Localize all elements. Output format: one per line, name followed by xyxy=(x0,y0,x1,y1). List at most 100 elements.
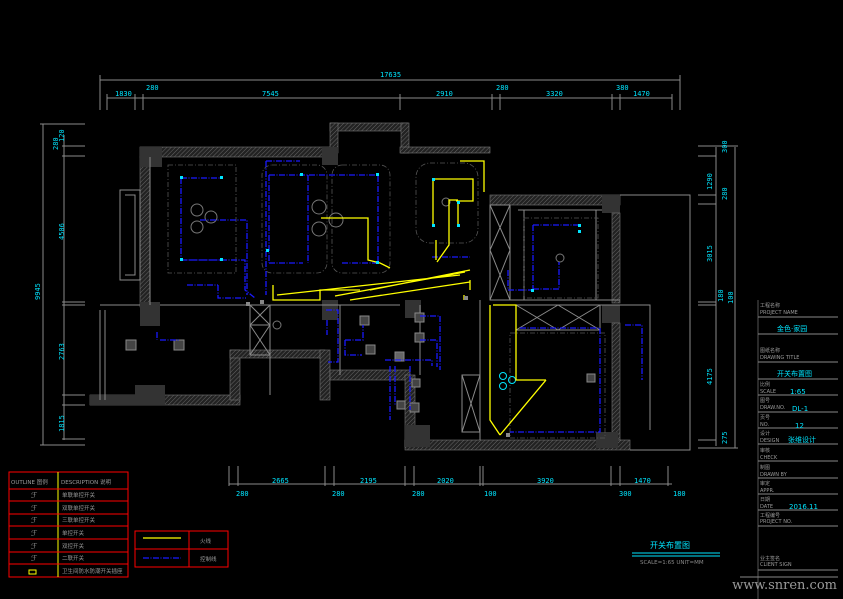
dim-bottom: 1470 xyxy=(634,477,651,485)
page-sub: NO. xyxy=(760,422,769,428)
legend-row: 卫生间防水防潮开关插座 xyxy=(62,567,123,575)
dim-left: 1815 xyxy=(58,415,66,432)
dim-right: 275 xyxy=(721,431,729,444)
number-value: DL-1 xyxy=(792,405,808,413)
check-label: 审核 xyxy=(760,447,770,454)
dim-bottom: 2665 xyxy=(272,477,289,485)
svg-text:ℱ: ℱ xyxy=(31,491,37,500)
page-label: 页号 xyxy=(760,415,770,421)
designer-sub: DESIGN xyxy=(760,438,780,444)
dim-bottom-small: 280 xyxy=(332,490,345,498)
svg-text:ℱ: ℱ xyxy=(31,516,37,525)
svg-text:ℱ: ℱ xyxy=(31,529,37,538)
dim-left-total: 9945 xyxy=(34,283,42,300)
drawing-title: 开关布置图 SCALE=1:65 UNIT=MM xyxy=(632,540,720,566)
dim-bottom-small: 100 xyxy=(484,490,497,498)
check-sub: CHECK xyxy=(760,455,778,461)
legend-row: 三联单控开关 xyxy=(62,516,96,524)
project-value: 金色·家园 xyxy=(777,324,807,333)
dim-top: 280 xyxy=(496,84,509,92)
scale-sub: SCALE xyxy=(760,389,776,395)
switch-symbols xyxy=(180,173,581,437)
dim-top: 2910 xyxy=(436,90,453,98)
waterproof-socket-icon xyxy=(28,569,37,575)
legend-row: 双联单控开关 xyxy=(62,504,96,512)
drawing-sub: DRAWING TITLE xyxy=(760,355,799,361)
live-wiring xyxy=(272,160,547,436)
dim-top: 1470 xyxy=(633,90,650,98)
project-no-sub: PROJECT NO. xyxy=(760,519,793,525)
project-sub: PROJECT NAME xyxy=(760,310,798,316)
svg-text:ℱ: ℱ xyxy=(31,504,37,513)
svg-text:ℱ: ℱ xyxy=(31,542,37,551)
title-block: 工程名称 PROJECT NAME 金色·家园 图纸名称 DRAWING TIT… xyxy=(740,300,838,599)
date-label: 日期 xyxy=(760,497,770,503)
scale-value: 1:65 xyxy=(790,388,806,396)
scale-label: 比例 xyxy=(760,381,770,388)
page-value: 12 xyxy=(795,422,804,430)
wire-legend-live: 火线 xyxy=(200,537,212,545)
dim-top: 3320 xyxy=(546,90,563,98)
dim-bottom-small: 280 xyxy=(236,490,249,498)
dim-right: 280 xyxy=(721,187,729,200)
project-no-label: 工程编号 xyxy=(760,512,780,519)
wire-legend: 火线 控制线 xyxy=(134,530,229,568)
wire-legend-control: 控制线 xyxy=(200,555,217,563)
drawing-value: 开关布置图 xyxy=(777,369,812,378)
legend-header-outline: OUTLINE 图例 xyxy=(11,478,48,486)
dim-right: 100 xyxy=(727,291,735,304)
scale-text: SCALE=1:65 UNIT=MM xyxy=(640,560,704,566)
legend-row: 单联单控开关 xyxy=(62,491,96,499)
approve-sub: APPR. xyxy=(760,488,775,494)
dim-right: 1290 xyxy=(706,173,714,190)
drawing-title-text: 开关布置图 xyxy=(650,540,690,550)
designer-label: 设计 xyxy=(760,430,770,437)
dim-left: 2763 xyxy=(58,343,66,360)
dim-bottom-small: 300 xyxy=(619,490,632,498)
bottom-dimensions: 2665 2195 2020 3920 1470 280 280 280 100… xyxy=(228,466,686,498)
number-sub: DRAW.NO. xyxy=(760,405,786,411)
dim-top: 7545 xyxy=(262,90,279,98)
legend-row: 双控开关 xyxy=(62,542,85,550)
dim-left: 120 xyxy=(58,129,66,142)
right-dimensions: 300 1290 280 3015 180 4175 275 100 xyxy=(698,140,738,449)
legend-row: 单控开关 xyxy=(62,529,85,537)
dim-bottom-small: 180 xyxy=(673,490,686,498)
dim-top: 1830 xyxy=(115,90,132,98)
project-label: 工程名称 xyxy=(760,302,780,309)
approve-label: 审定 xyxy=(760,480,770,487)
walls xyxy=(89,122,691,451)
dim-top: 380 xyxy=(616,84,629,92)
dim-top: 280 xyxy=(146,84,159,92)
dim-bottom: 3920 xyxy=(537,477,554,485)
date-value: 2016.11 xyxy=(789,503,818,511)
date-sub: DATE xyxy=(760,504,773,510)
left-dimensions: 9945 280 120 4506 2763 1815 xyxy=(34,123,85,446)
light-fixtures xyxy=(125,197,596,413)
dim-bottom: 2020 xyxy=(437,477,454,485)
number-label: 图号 xyxy=(760,398,770,404)
legend-row: 二联开关 xyxy=(62,554,85,562)
dim-bottom: 2195 xyxy=(360,477,377,485)
draw-label: 制图 xyxy=(760,464,770,471)
dim-right: 300 xyxy=(721,140,729,153)
dim-top-total: 17635 xyxy=(380,71,401,79)
designer-value: 张维设计 xyxy=(788,435,816,444)
top-dimensions: 17635 1830 280 7545 2910 280 3320 380 14… xyxy=(99,71,681,110)
dim-right: 3015 xyxy=(706,245,714,262)
client-sign-sub: CLIENT SIGN xyxy=(760,562,792,568)
ceiling-outlines xyxy=(167,162,606,439)
draw-sub: DRAWN BY xyxy=(760,472,788,478)
watermark: www.snren.com xyxy=(732,578,837,593)
drawing-label: 图纸名称 xyxy=(760,347,780,354)
svg-text:ℱ: ℱ xyxy=(31,554,37,563)
dim-right: 180 xyxy=(717,289,725,302)
dim-right: 4175 xyxy=(706,368,714,385)
legend-header-description: DESCRIPTION 说明 xyxy=(61,478,111,486)
client-sign-label: 业主签名 xyxy=(760,555,780,562)
dim-left: 4506 xyxy=(58,223,66,240)
dim-bottom-small: 280 xyxy=(412,490,425,498)
dim-left: 280 xyxy=(52,137,60,150)
